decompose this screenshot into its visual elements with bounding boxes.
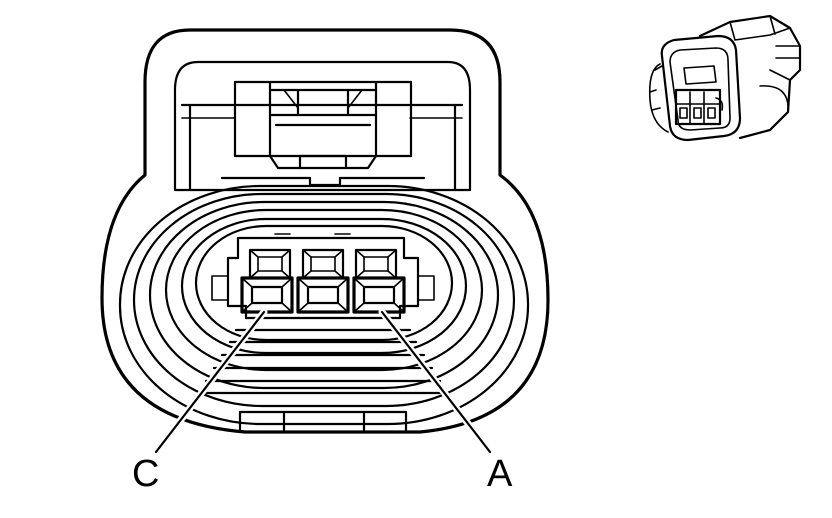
seal-ring-6 [194,224,454,342]
cavity-inner [362,285,396,305]
connector-isometric-thumbnail [648,14,802,142]
cavity-bevel [241,277,293,313]
locking-latch [220,80,426,187]
thumbnail-terminal-pin [707,107,716,119]
thumbnail-rear-curve [759,85,789,113]
seal-ring-1 [118,184,530,426]
cavity-bevel [353,277,405,313]
latch-tooth-right [347,89,363,109]
latch-tooth-left [283,89,299,109]
seal-ring-3 [148,200,500,390]
cavity-inner [363,256,389,272]
lower-ribs [198,328,448,395]
terminal-key-left [211,275,229,301]
cavity-inner [306,285,340,305]
latch-base-ledge [220,176,426,187]
bottom-tab-frame [238,410,408,434]
cavity-bevel [302,249,344,279]
thumbnail-terminal-pin [679,107,688,119]
thumbnail-front-seal [669,47,731,131]
leader-line-c [154,310,266,454]
seal-rings [118,184,530,426]
thumbnail-clip [715,97,724,111]
seal-ring-2 [132,192,516,408]
thumbnail-terminal-block [674,88,722,126]
connector-outer-housing [100,28,550,434]
pin-leader-lines [152,308,494,456]
terminal-key-right [417,275,435,301]
thumbnail-latch-window [683,65,717,85]
cavity-outer [296,276,350,314]
leader-line-a [380,310,492,454]
pin-label-c: C [132,453,159,495]
bottom-tabs [238,410,408,434]
cavity-bevel [355,249,397,279]
thumbnail-latch-rails [769,45,801,81]
seal-ring-5 [180,217,468,355]
thumbnail-side-curve [648,63,669,133]
thumbnail-side-ribs [649,65,663,111]
thumbnail-rear-top [729,15,791,41]
seal-ring-4 [164,208,484,372]
latch-button [268,113,378,170]
connector-face-view: C A [100,28,550,495]
terminal-cavity-pin-b [296,276,350,314]
cavity-inner [257,256,283,272]
latch-body [233,80,413,158]
connector-inner-housing [173,60,472,192]
terminal-block [211,233,435,320]
pin-label-a: A [487,453,513,495]
thumbnail-terminal-pin [693,107,702,119]
cavity-inner [310,256,336,272]
cavity-bevel [249,249,291,279]
cavity-inner [250,285,284,305]
cavity-bevel [297,277,349,313]
